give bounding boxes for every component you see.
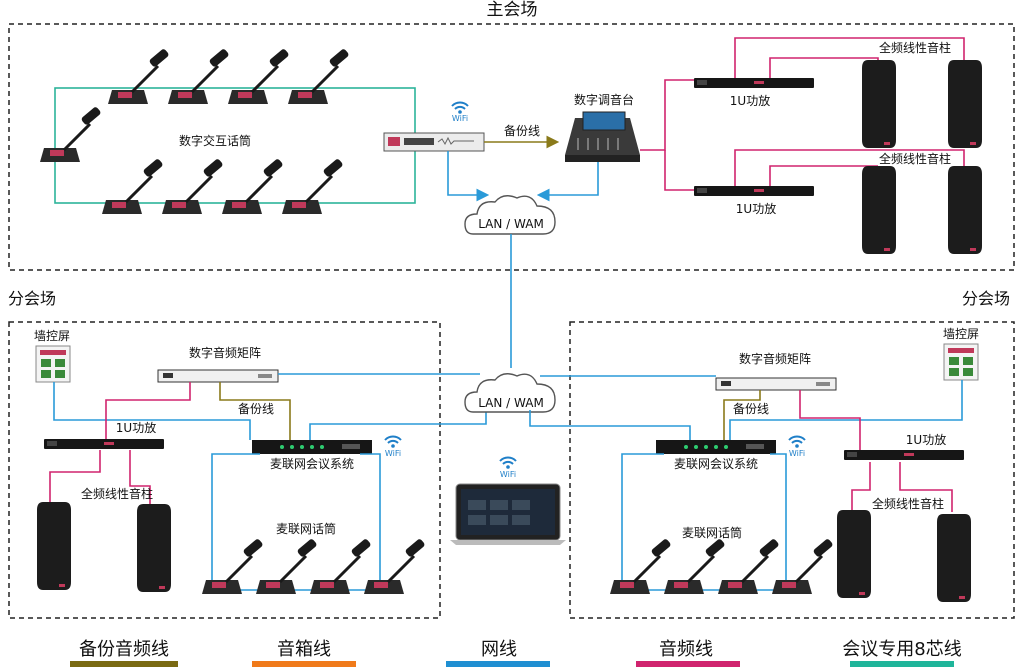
digital-mixer [565,111,640,162]
main-mic-8 [280,156,346,216]
main-mic-3 [226,46,292,106]
right-wifi-icon [788,435,806,449]
left-matrix-label: 数字音频矩阵 [189,345,261,360]
main-amp-2 [694,186,814,196]
legend: 备份音频线 音箱线 网线 音频线 会议专用8芯线 [70,639,962,667]
main-mic-4 [286,46,352,106]
left-speaker-label: 全频线性音柱 [81,486,153,501]
left-backup-label: 备份线 [238,402,274,416]
legend-network-line-swatch [446,661,550,667]
main-backup-label: 备份线 [504,124,540,138]
main-speaker-1-label: 全频线性音柱 [879,40,951,55]
main-host-unit [383,132,485,152]
center-wifi-label: WiFi [500,470,516,479]
left-mic-4 [362,536,428,596]
right-backup-label: 备份线 [733,402,769,416]
right-mic-4 [770,536,836,596]
right-speaker-label: 全频线性音柱 [872,496,944,511]
left-wall-screen-label: 墙控屏 [34,329,70,343]
center-cloud-label: LAN / WAM [478,396,544,410]
left-wifi-label: WiFi [385,449,401,458]
mixer-label: 数字调音台 [574,92,634,107]
right-conf-system [656,440,776,454]
legend-speaker-line-swatch [252,661,356,667]
left-speaker-a [37,502,71,590]
left-conf-label: 麦联网会议系统 [270,457,354,471]
main-mic-1 [106,46,172,106]
right-wall-screen-label: 墙控屏 [943,327,979,341]
left-amp [44,439,164,449]
main-mic-5 [100,156,166,216]
right-amp [844,450,964,460]
left-mic-label: 麦联网话筒 [276,521,336,536]
main-cloud-label: LAN / WAM [478,217,544,231]
left-branch-title: 分会场 [8,289,56,308]
right-amp-label: 1U功放 [906,432,946,447]
main-speaker-1a [862,60,896,148]
tablet [450,483,566,545]
left-speaker-b [137,504,171,592]
main-mic-7 [220,156,286,216]
main-hall-title: 主会场 [487,0,538,20]
main-amp-2-label: 1U功放 [736,201,776,216]
main-speaker-2b [948,166,982,254]
left-wifi-icon [384,435,402,449]
main-hall-frame [8,23,1015,271]
legend-backup-audio-label: 备份音频线 [79,639,169,660]
main-mic-2 [166,46,232,106]
right-mic-3 [716,536,782,596]
main-wifi-label: WiFi [452,114,468,123]
main-amp-1-label: 1U功放 [730,93,770,108]
legend-audio-line-swatch [636,661,740,667]
main-mic-9 [38,104,104,164]
legend-audio-line-label: 音频线 [659,639,713,660]
main-amp-1 [694,78,814,88]
right-matrix-label: 数字音频矩阵 [739,351,811,366]
main-speaker-2a [862,166,896,254]
left-mic-3 [308,536,374,596]
right-matrix [715,377,837,391]
right-branch-frame [569,321,1015,619]
main-wifi-icon [451,101,469,115]
right-speaker-b [937,514,971,602]
legend-backup-audio-swatch [70,661,178,667]
main-mic-label: 数字交互话筒 [179,133,251,148]
legend-speaker-line-label: 音箱线 [277,639,331,660]
legend-network-line-label: 网线 [481,639,517,660]
right-mic-label: 麦联网话筒 [682,525,742,540]
right-wifi-label: WiFi [789,449,805,458]
right-mic-1 [608,536,674,596]
right-mic-2 [662,536,728,596]
main-speaker-1b [948,60,982,148]
left-conf-system [252,440,372,454]
left-wall-screen [35,345,71,383]
left-mic-2 [254,536,320,596]
main-speaker-2-label: 全频线性音柱 [879,151,951,166]
main-mic-6 [160,156,226,216]
right-branch-title: 分会场 [962,289,1010,308]
right-wall-screen [943,343,979,381]
left-matrix [157,369,279,383]
left-amp-label: 1U功放 [116,420,156,435]
legend-conference-line-swatch [850,661,954,667]
left-branch-frame [8,321,441,619]
right-speaker-a [837,510,871,598]
right-conf-label: 麦联网会议系统 [674,457,758,471]
center-wifi-icon [499,456,517,470]
legend-conference-line-label: 会议专用8芯线 [842,639,961,660]
